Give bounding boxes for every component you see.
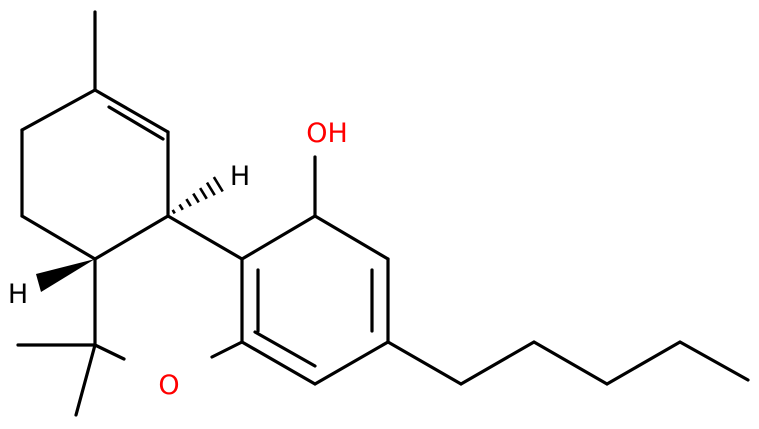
hash-stroke xyxy=(185,198,192,207)
bond-pentyl-4 xyxy=(605,340,682,386)
bond-c4-c4a xyxy=(240,340,317,386)
hydrogen-label-left: H xyxy=(8,279,28,310)
bond-c4-c4a-inner xyxy=(253,330,317,368)
labels-group: OH O H H xyxy=(8,118,348,401)
bond-c7-c6a xyxy=(20,214,97,261)
bond-pentyl-1 xyxy=(386,340,463,386)
bond-c9-c10 xyxy=(93,88,170,134)
hash-stroke xyxy=(205,181,216,196)
hash-stroke xyxy=(178,203,184,211)
bond-pentyl-3 xyxy=(532,340,609,386)
bond-pentyl-2 xyxy=(459,340,536,386)
hash-stroke xyxy=(192,192,200,204)
bond-c9-c8 xyxy=(20,88,97,132)
bonds-group xyxy=(16,10,750,417)
wedges-group xyxy=(36,176,224,292)
hydroxyl-label: OH xyxy=(306,118,348,149)
bond-o-c4a xyxy=(210,340,244,359)
bond-pentyl-5 xyxy=(678,340,750,382)
hash-stroke xyxy=(171,209,176,215)
hash-bond-top-h xyxy=(171,176,224,215)
bond-c3-c4 xyxy=(313,340,390,386)
bond-c1-c2 xyxy=(313,214,390,261)
hydrogen-label-top: H xyxy=(230,161,250,192)
bond-c10b-c1 xyxy=(240,214,317,261)
hash-stroke xyxy=(212,176,224,193)
bond-methyl-down xyxy=(74,343,97,417)
ring-oxygen-label: O xyxy=(158,370,179,401)
bond-c6a-c10a xyxy=(93,214,170,261)
hash-stroke xyxy=(199,187,208,200)
bond-c6-o xyxy=(93,343,126,361)
bond-c9-c10-double xyxy=(107,105,165,141)
bond-c10a-c10b xyxy=(166,214,244,261)
wedge-bond-left-h xyxy=(36,259,95,292)
